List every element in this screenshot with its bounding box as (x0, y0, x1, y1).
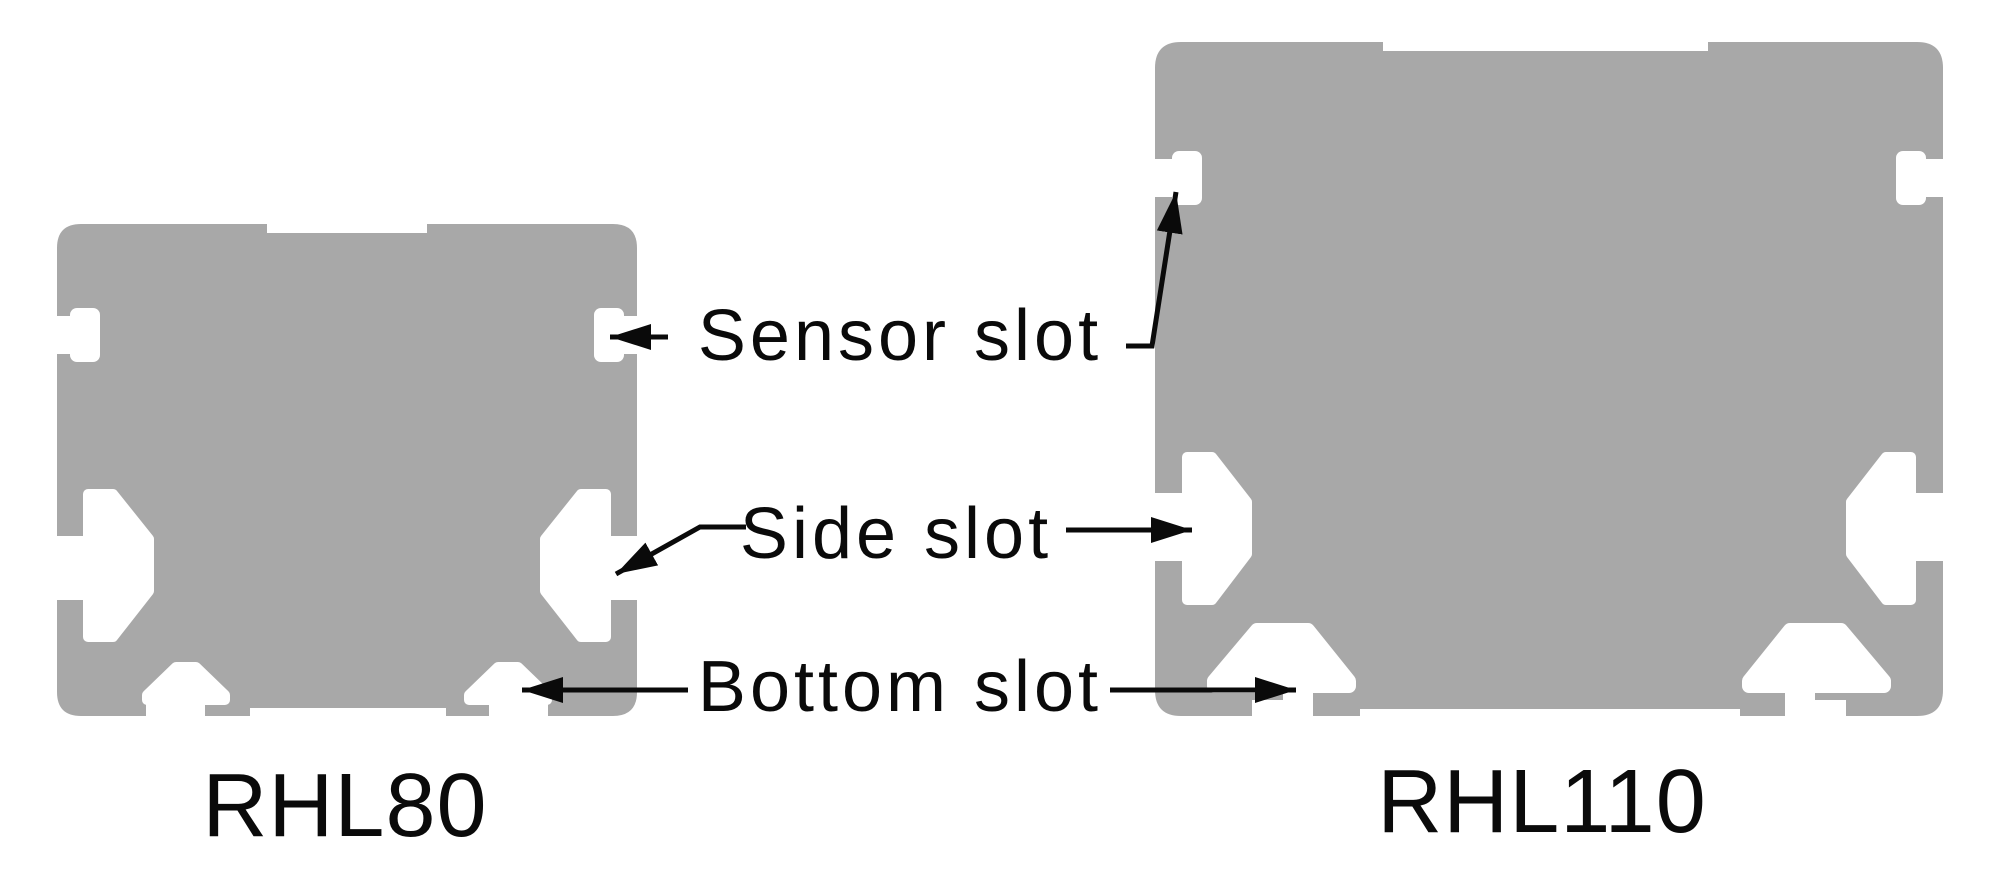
rhl80-top-recess (267, 218, 427, 233)
side-slot-arrow-left (614, 524, 746, 577)
rhl110-sensor-slot-left (1145, 151, 1202, 205)
rhl110-bottom-slot-left (1207, 623, 1356, 720)
sensor-slot-label: Sensor slot (698, 296, 1102, 376)
rhl80-cross-section (47, 218, 647, 722)
rhl80-label: RHL80 (202, 756, 487, 856)
bottom-slot-label: Bottom slot (698, 647, 1102, 727)
rhl110-body (1155, 42, 1943, 716)
rhl80-sensor-slot-left (47, 308, 100, 362)
rhl110-top-recess (1383, 36, 1708, 51)
sensor-slot-arrow-right (1126, 191, 1183, 349)
side-slot-label: Side slot (740, 494, 1052, 574)
rhl80-bottom-slot-left (142, 662, 230, 722)
rhl110-side-slot-right (1846, 452, 1953, 605)
rhl80-side-slot-left (47, 489, 154, 642)
rhl110-label: RHL110 (1377, 752, 1707, 852)
rhl80-side-slot-right (540, 489, 647, 642)
rhl110-bottom-slot-right (1742, 623, 1891, 720)
rhl110-sensor-slot-right (1896, 151, 1953, 205)
rhl80-body (57, 224, 637, 716)
rhl80-bottom-recess (250, 708, 446, 720)
rhl110-cross-section (1145, 36, 1953, 720)
rhl110-bottom-recess (1360, 709, 1740, 720)
